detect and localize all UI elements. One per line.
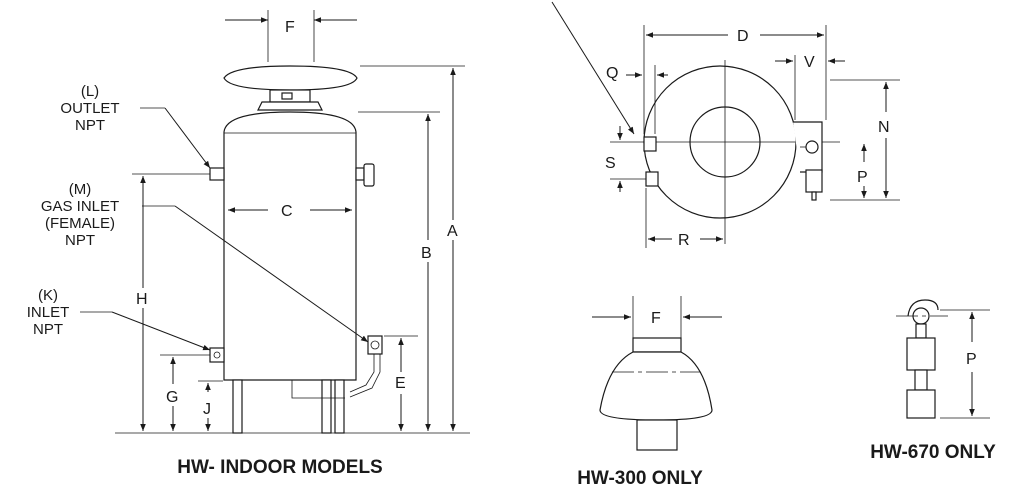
top-outlet-nipple: [643, 136, 657, 152]
dim-label-f-hw300: F: [651, 310, 661, 327]
outlet-nipple: [209, 167, 225, 181]
svg-text:NPT: NPT: [75, 117, 105, 134]
dim-label-p-top: P: [857, 169, 868, 186]
indoor-heater-side-view: F C A B E H G J: [27, 10, 470, 478]
tank-body: [223, 111, 357, 381]
dim-label-s: S: [605, 155, 616, 172]
caption-hw670: HW-670 ONLY: [870, 442, 996, 463]
tank-leg-right: [321, 379, 332, 434]
svg-text:GAS INLET: GAS INLET: [41, 198, 119, 215]
dim-label-a: A: [447, 223, 458, 240]
callout-inlet: (K) INLET NPT: [27, 287, 211, 351]
gas-control-knob: [363, 163, 375, 187]
svg-text:NPT: NPT: [33, 321, 63, 338]
hw670-regulator-lower: [906, 389, 936, 419]
gas-inlet-fitting: [367, 335, 383, 355]
top-view: D V Q N P S R: [551, 1, 900, 249]
inlet-nipple: [209, 347, 225, 363]
flue-hood: [223, 65, 358, 91]
hw670-regulator-upper: [906, 337, 936, 371]
dim-label-n: N: [878, 119, 890, 136]
caption-indoor-models: HW- INDOOR MODELS: [177, 457, 382, 478]
svg-text:OUTLET: OUTLET: [60, 100, 119, 117]
dim-label-r: R: [678, 232, 690, 249]
hw300-flue-hood: [599, 351, 713, 421]
dim-label-b: B: [421, 245, 432, 262]
svg-text:INLET: INLET: [27, 304, 70, 321]
dim-label-j: J: [203, 401, 211, 418]
dim-label-d: D: [737, 28, 749, 45]
hw300-detail: F HW-300 ONLY: [577, 296, 722, 489]
svg-text:(L): (L): [81, 83, 99, 100]
svg-text:(K): (K): [38, 287, 58, 304]
tank-leg-left: [232, 379, 243, 434]
dim-label-e: E: [395, 375, 406, 392]
dim-label-h: H: [136, 291, 148, 308]
callout-outlet: (L) OUTLET NPT: [60, 83, 211, 169]
top-gas-control: [805, 169, 823, 193]
svg-text:NPT: NPT: [65, 232, 95, 249]
dim-label-v: V: [804, 54, 815, 71]
dim-label-c: C: [281, 203, 293, 220]
dim-label-q: Q: [606, 65, 618, 82]
caption-hw300: HW-300 ONLY: [577, 468, 703, 489]
hw670-detail: P HW-670 ONLY: [870, 299, 996, 463]
top-inlet-nipple: [645, 171, 659, 187]
dim-label-p-hw670: P: [966, 351, 977, 368]
callout-gas-inlet: (M) GAS INLET (FEMALE) NPT: [41, 181, 369, 343]
top-gas-valve: [805, 140, 819, 154]
dim-label-g: G: [166, 389, 178, 406]
dim-label-f-indoor: F: [285, 19, 295, 36]
svg-text:(M): (M): [69, 181, 92, 198]
hw300-flue-collar: [636, 419, 678, 451]
svg-text:(FEMALE): (FEMALE): [45, 215, 115, 232]
